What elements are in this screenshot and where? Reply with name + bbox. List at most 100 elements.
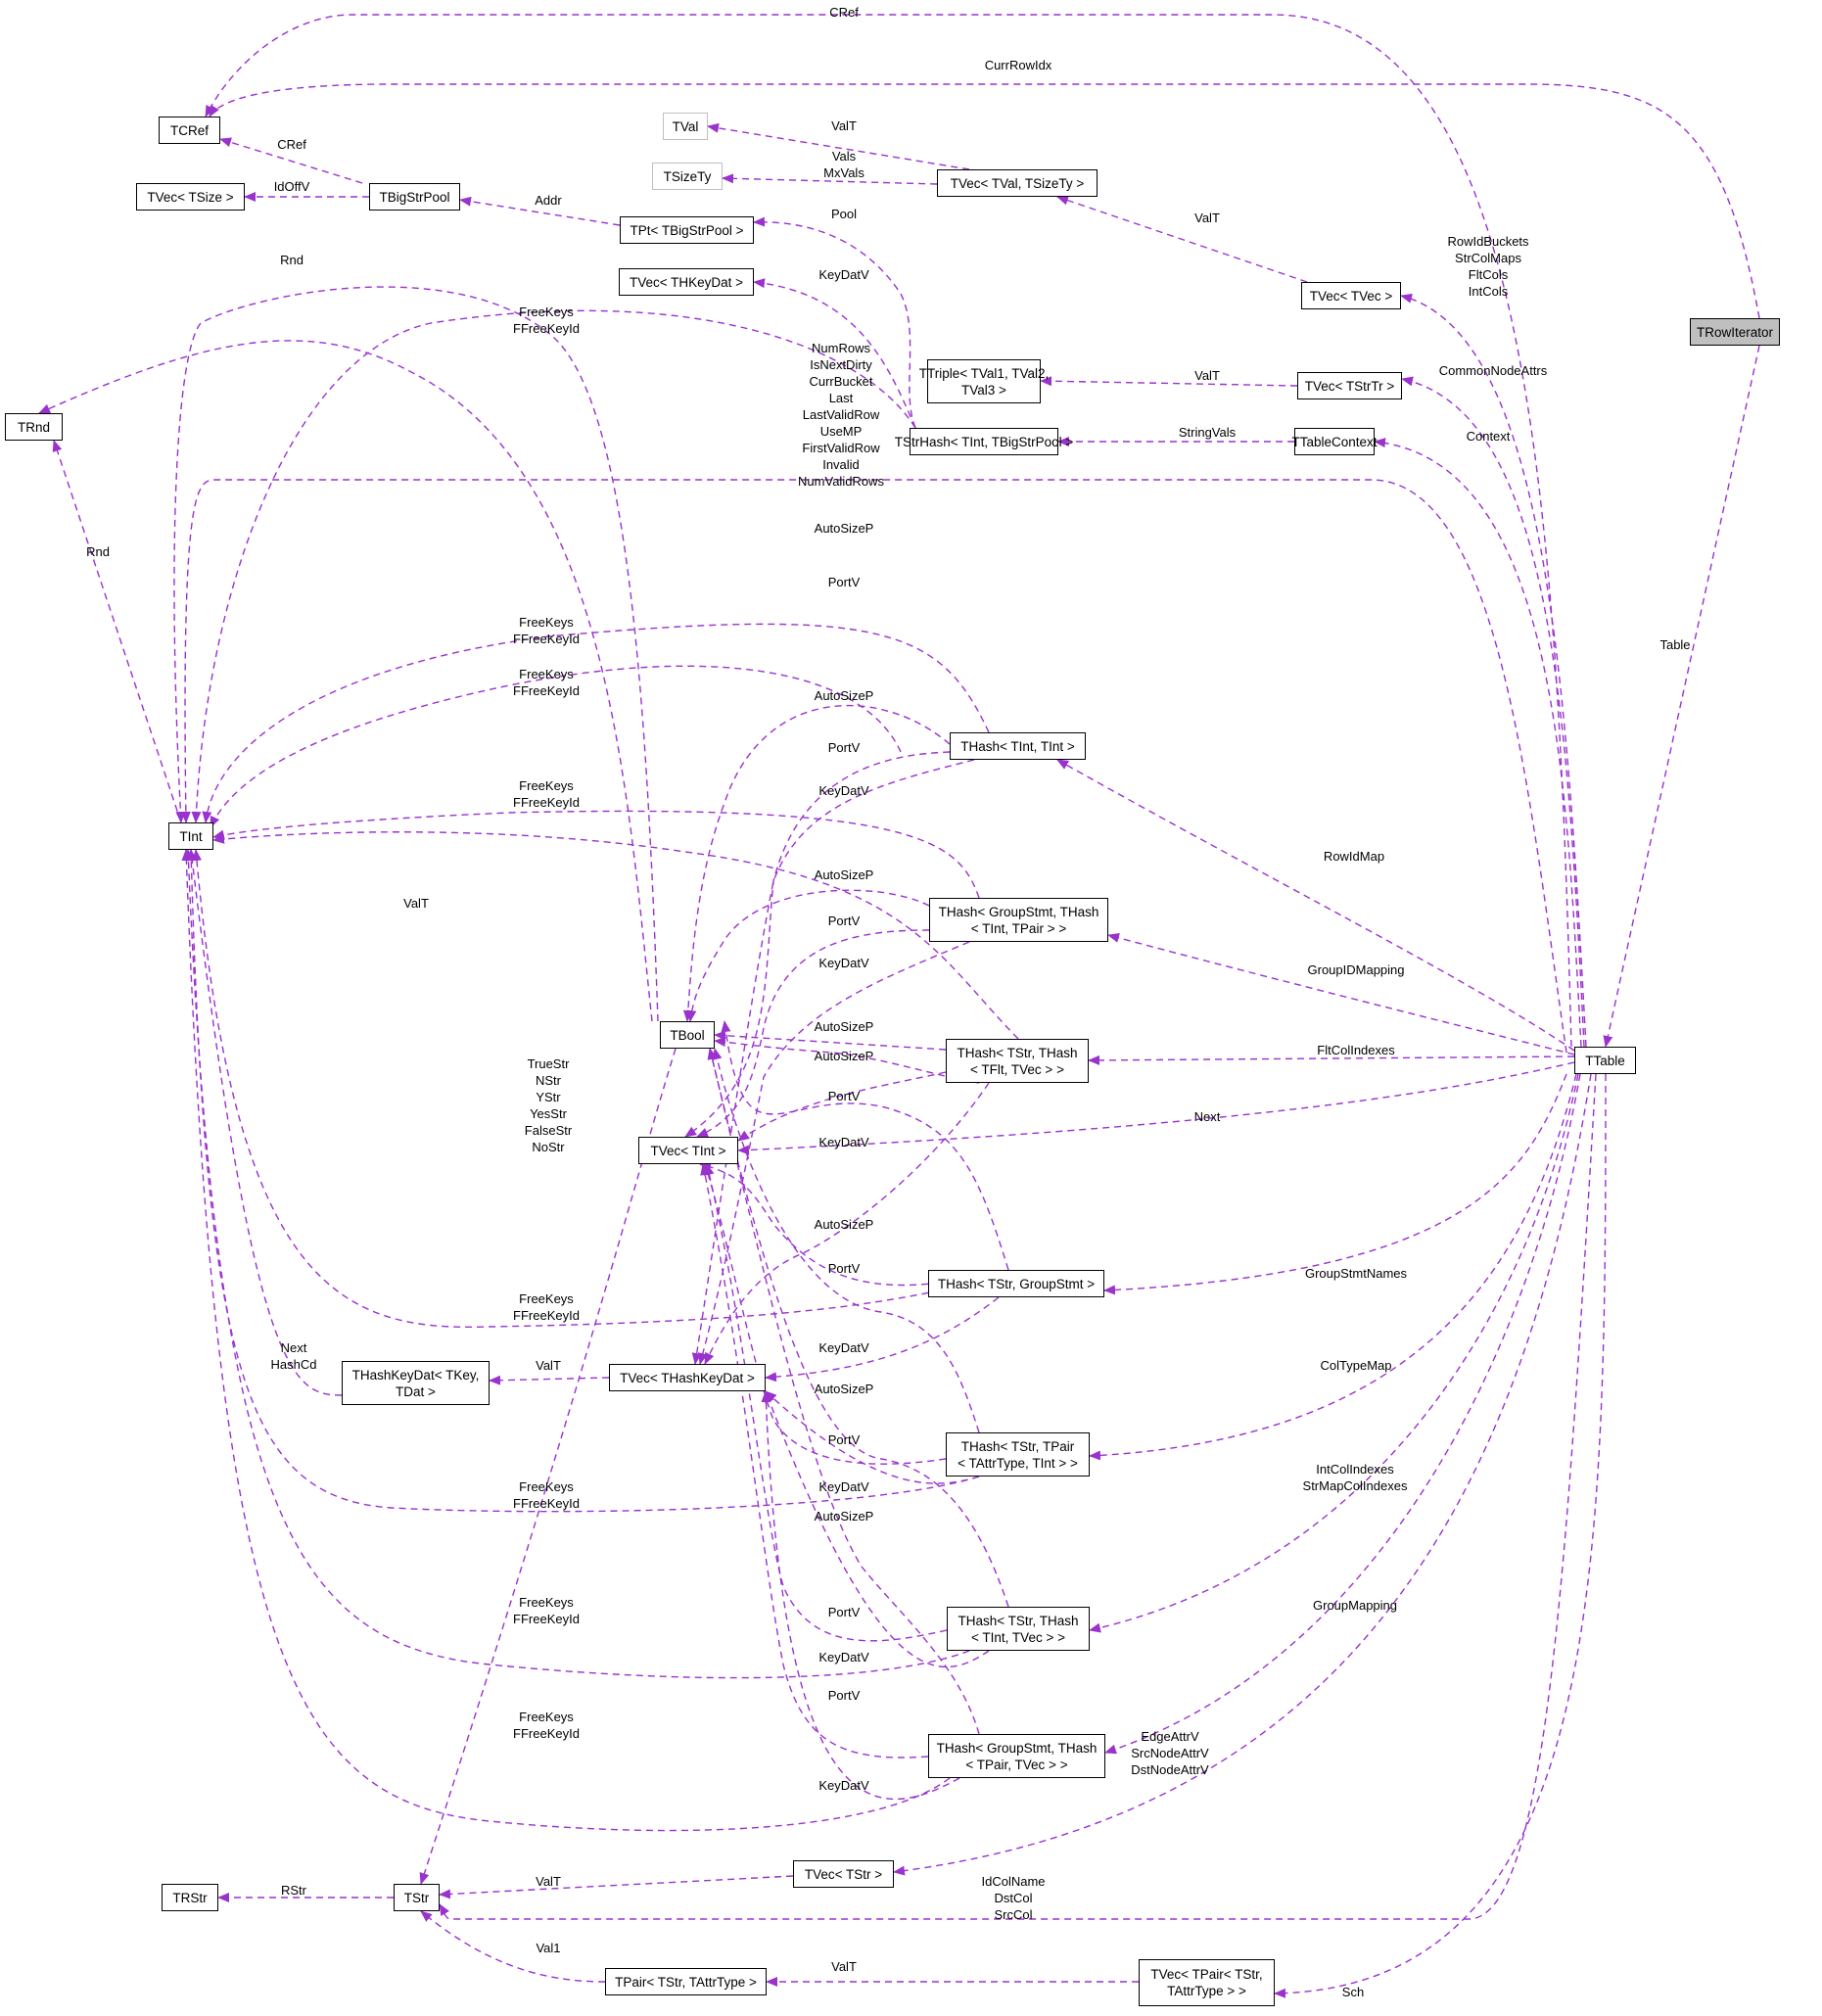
class-node-thashkeydat[interactable]: THashKeyDat< TKey, TDat > [342, 1361, 490, 1405]
edge-label: IntColIndexes StrMapColIndexes [1302, 1462, 1408, 1493]
edge-label: FreeKeys FFreeKeyId [513, 1710, 580, 1741]
edge-label: ValT [1194, 211, 1220, 225]
edge [1103, 1073, 1567, 1295]
class-node-trowiterator[interactable]: TRowIterator [1690, 318, 1780, 346]
class-node-label: TVal [672, 118, 699, 134]
edge [1603, 345, 1760, 1048]
class-node-label: TStr [403, 1890, 430, 1905]
edge [703, 1163, 947, 1465]
edge-label: AutoSizeP [814, 1049, 874, 1063]
edge-label: KeyDatV [818, 1778, 869, 1793]
class-node-label: TPair< TStr, TAttrType > [615, 1974, 757, 1990]
class-node-label: TVec< TStr > [804, 1866, 883, 1882]
edge [1104, 1073, 1581, 1755]
class-node-thashtstrgroupstmt[interactable]: THash< TStr, GroupStmt > [928, 1270, 1104, 1297]
edge [173, 286, 659, 1022]
class-node-tvectvec[interactable]: TVec< TVec > [1301, 282, 1401, 309]
edge-label: Rnd [280, 253, 304, 267]
class-node-thashgroupstmtthashtpairtvec[interactable]: THash< GroupStmt, THash < TPair, TVec > … [928, 1734, 1105, 1778]
edge-label: FltColIndexes [1317, 1043, 1395, 1057]
class-node-label: TSizeTy [663, 168, 712, 184]
edge [714, 1030, 947, 1051]
class-node-tsizety[interactable]: TSizeTy [652, 163, 723, 190]
class-node-tvectvaltsizety[interactable]: TVec< TVal, TSizeTy > [937, 169, 1098, 197]
edge-label: AutoSizeP [814, 1509, 874, 1524]
edge-label: ValT [831, 118, 857, 133]
edge [893, 1073, 1592, 1876]
class-node-tval[interactable]: TVal [663, 113, 708, 140]
edge-label: EdgeAttrV SrcNodeAttrV DstNodeAttrV [1131, 1729, 1209, 1777]
class-node-tpttbigstrpool[interactable]: TPt< TBigStrPool > [620, 216, 754, 244]
edge-label: Next HashCd [270, 1340, 317, 1372]
edge [489, 1375, 610, 1385]
edge [191, 309, 916, 823]
class-node-thashtstrtpair[interactable]: THash< TStr, TPair < TAttrType, TInt > > [946, 1432, 1090, 1477]
edge-label: KeyDatV [818, 1340, 869, 1355]
edge-label: Table [1659, 637, 1691, 652]
class-node-thashgroupstmtthashtinttpair[interactable]: THash< GroupStmt, THash < TInt, TPair > … [929, 898, 1108, 942]
edge [698, 941, 970, 1365]
edge [765, 1296, 1000, 1383]
edge-label: FreeKeys FFreeKeyId [513, 667, 580, 698]
edge [700, 1163, 929, 1758]
edge-label: FreeKeys FFreeKeyId [513, 1595, 580, 1626]
edge-label: AutoSizeP [814, 521, 874, 536]
edge-label: Next [1193, 1109, 1221, 1124]
class-node-ttriple[interactable]: TTriple< TVal1, TVal2, TVal3 > [919, 359, 1049, 403]
class-node-tvecthkeydat[interactable]: TVec< THKeyDat > [619, 268, 754, 296]
edge [1274, 1073, 1607, 1998]
class-node-label: THash< TInt, TInt > [960, 738, 1075, 754]
class-node-trnd[interactable]: TRnd [5, 413, 63, 441]
class-node-tint[interactable]: TInt [168, 822, 213, 850]
edge-label: Val1 [536, 1941, 561, 1955]
edge-label: GroupStmtNames [1304, 1266, 1408, 1281]
edge [186, 849, 980, 1513]
edge-label: KeyDatV [818, 783, 869, 798]
edge-label: Pool [830, 207, 858, 221]
edge [219, 137, 363, 184]
class-node-tbigstrpool[interactable]: TBigStrPool [369, 183, 460, 211]
class-node-tcref[interactable]: TCRef [159, 117, 220, 144]
edge-label: PortV [827, 1261, 861, 1276]
edge [1401, 376, 1585, 1048]
class-node-tvectstr[interactable]: TVec< TStr > [793, 1860, 894, 1888]
edge [707, 1048, 1009, 1608]
edge-label: Context [1466, 429, 1511, 444]
edge-label: PortV [827, 914, 861, 928]
edge [1107, 933, 1575, 1055]
class-node-trstr[interactable]: TRStr [162, 1884, 218, 1911]
edge [761, 1390, 960, 1801]
edge-label: Rnd [86, 544, 110, 559]
class-node-thashtstrthashtinttvec[interactable]: THash< TStr, THash < TInt, TVec > > [947, 1607, 1090, 1651]
class-node-tvectint[interactable]: TVec< TInt > [638, 1137, 738, 1164]
edge-label: CRef [829, 5, 859, 20]
edge [1040, 376, 1298, 387]
edge [1374, 438, 1582, 1048]
edge [210, 665, 902, 828]
edge [707, 1048, 980, 1735]
class-node-ttablecontext[interactable]: TTableContext [1291, 428, 1378, 455]
edge [682, 704, 951, 1022]
edge-label: GroupIDMapping [1307, 962, 1405, 977]
class-node-tvectsize[interactable]: TVec< TSize > [136, 183, 245, 211]
class-node-tstrhash[interactable]: TStrHash< TInt, TBigStrPool > [895, 428, 1073, 455]
class-node-label: THash< GroupStmt, THash < TPair, TVec > … [936, 1740, 1098, 1772]
edge-label: KeyDatV [818, 267, 869, 282]
class-node-tstr[interactable]: TStr [394, 1884, 440, 1911]
class-node-ttable[interactable]: TTable [1574, 1047, 1636, 1074]
edge [707, 122, 970, 170]
edge [1089, 1073, 1577, 1461]
edge-label: FreeKeys FFreeKeyId [513, 305, 580, 336]
class-node-tvecthashkeydat[interactable]: TVec< THashKeyDat > [609, 1364, 766, 1391]
edge [459, 196, 621, 226]
class-node-thashtinttint[interactable]: THash< TInt, TInt > [950, 732, 1086, 760]
class-node-label: THash< TStr, TPair < TAttrType, TInt > > [958, 1438, 1078, 1471]
class-node-tvectstrtr[interactable]: TVec< TStrTr > [1297, 372, 1402, 399]
edge-label: CurrRowIdx [984, 58, 1052, 72]
class-node-tbool[interactable]: TBool [660, 1021, 715, 1049]
class-node-tpairtstrtattrtype[interactable]: TPair< TStr, TAttrType > [605, 1968, 767, 1995]
class-node-tvectpairtstrtattrtype[interactable]: TVec< TPair< TStr, TAttrType > > [1139, 1959, 1275, 2006]
class-node-thashtstrthashtflttvec[interactable]: THash< TStr, THash < TFlt, TVec > > [946, 1039, 1089, 1083]
class-node-label: TVec< THashKeyDat > [620, 1370, 755, 1385]
